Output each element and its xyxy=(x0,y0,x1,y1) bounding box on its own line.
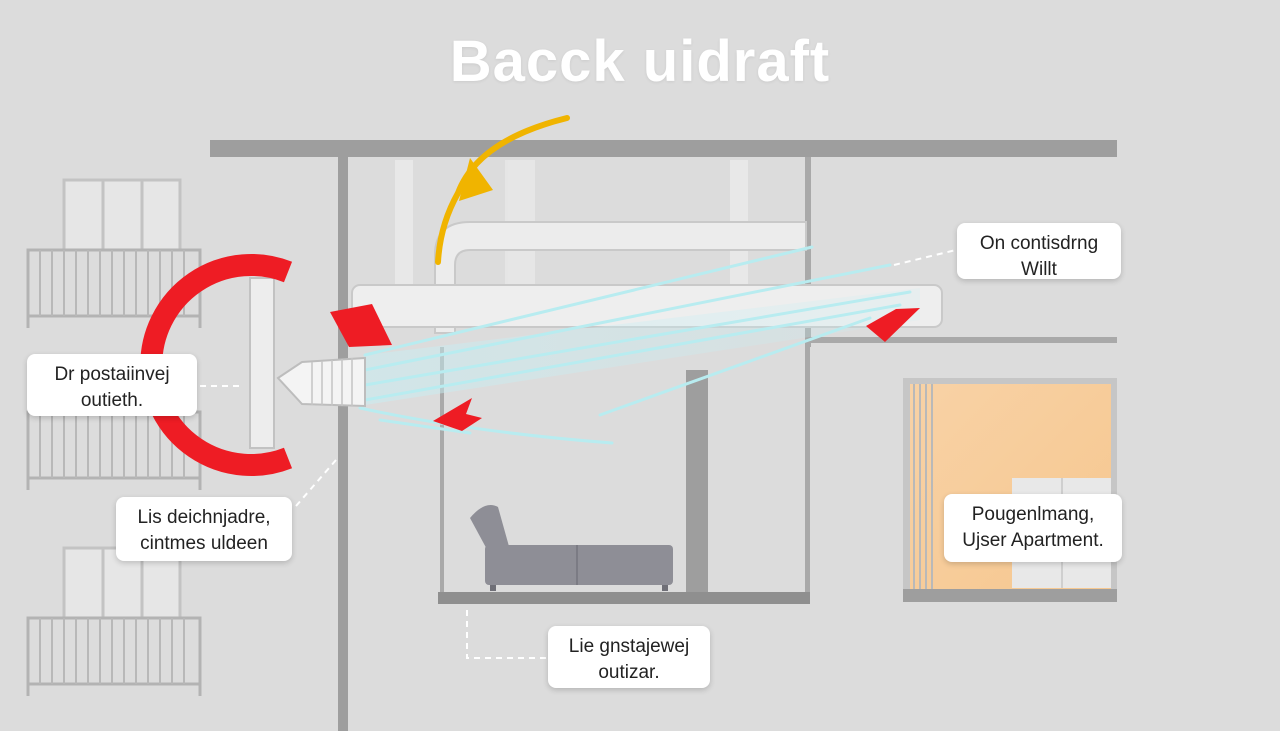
airflow-streams xyxy=(358,245,920,445)
callout-lower-left-line2: cintmes uldeen xyxy=(140,533,268,554)
callout-left-line1: Dr postaiinvej xyxy=(54,364,170,385)
upper-balcony xyxy=(26,178,202,328)
callout-lower-left: Lis deichnjadre, cintmes uldeen xyxy=(116,497,292,561)
callout-top-right-line1: On contisdrng xyxy=(979,233,1099,254)
yellow-flow-arrow-icon xyxy=(435,115,570,265)
callout-lower-left-line1: Lis deichnjadre, xyxy=(137,507,271,528)
exhaust-vent xyxy=(276,356,366,408)
red-arrow-return-icon xyxy=(433,398,482,431)
callout-right-line1: Pougenlmang, xyxy=(971,504,1095,525)
upper-apartment-window xyxy=(903,378,1117,602)
callout-bottom-line1: Lie gnstajewej xyxy=(568,636,690,657)
exterior-panel xyxy=(249,277,275,449)
sofa-icon xyxy=(470,505,673,591)
callout-right: Pougenlmang, Ujser Apartment. xyxy=(944,494,1122,562)
callout-right-line2: Ujser Apartment. xyxy=(962,530,1104,551)
building-walls xyxy=(210,140,1117,731)
callout-bottom-line2: outizar. xyxy=(598,662,660,683)
callout-left-line2: outieth. xyxy=(80,390,144,411)
red-arrow-outward-icon xyxy=(866,308,920,342)
callout-top-right-line2: Willt xyxy=(1021,259,1057,280)
lower-balcony xyxy=(26,546,202,696)
diagram-title: Bacck uidraft xyxy=(449,29,831,94)
callout-bottom: Lie gnstajewej outizar. xyxy=(548,626,710,688)
callout-left: Dr postaiinvej outieth. xyxy=(27,354,197,416)
callout-top-right: On contisdrng Willt xyxy=(957,223,1121,280)
red-arrow-inward-icon xyxy=(330,304,392,347)
callout-leaders xyxy=(200,249,957,659)
